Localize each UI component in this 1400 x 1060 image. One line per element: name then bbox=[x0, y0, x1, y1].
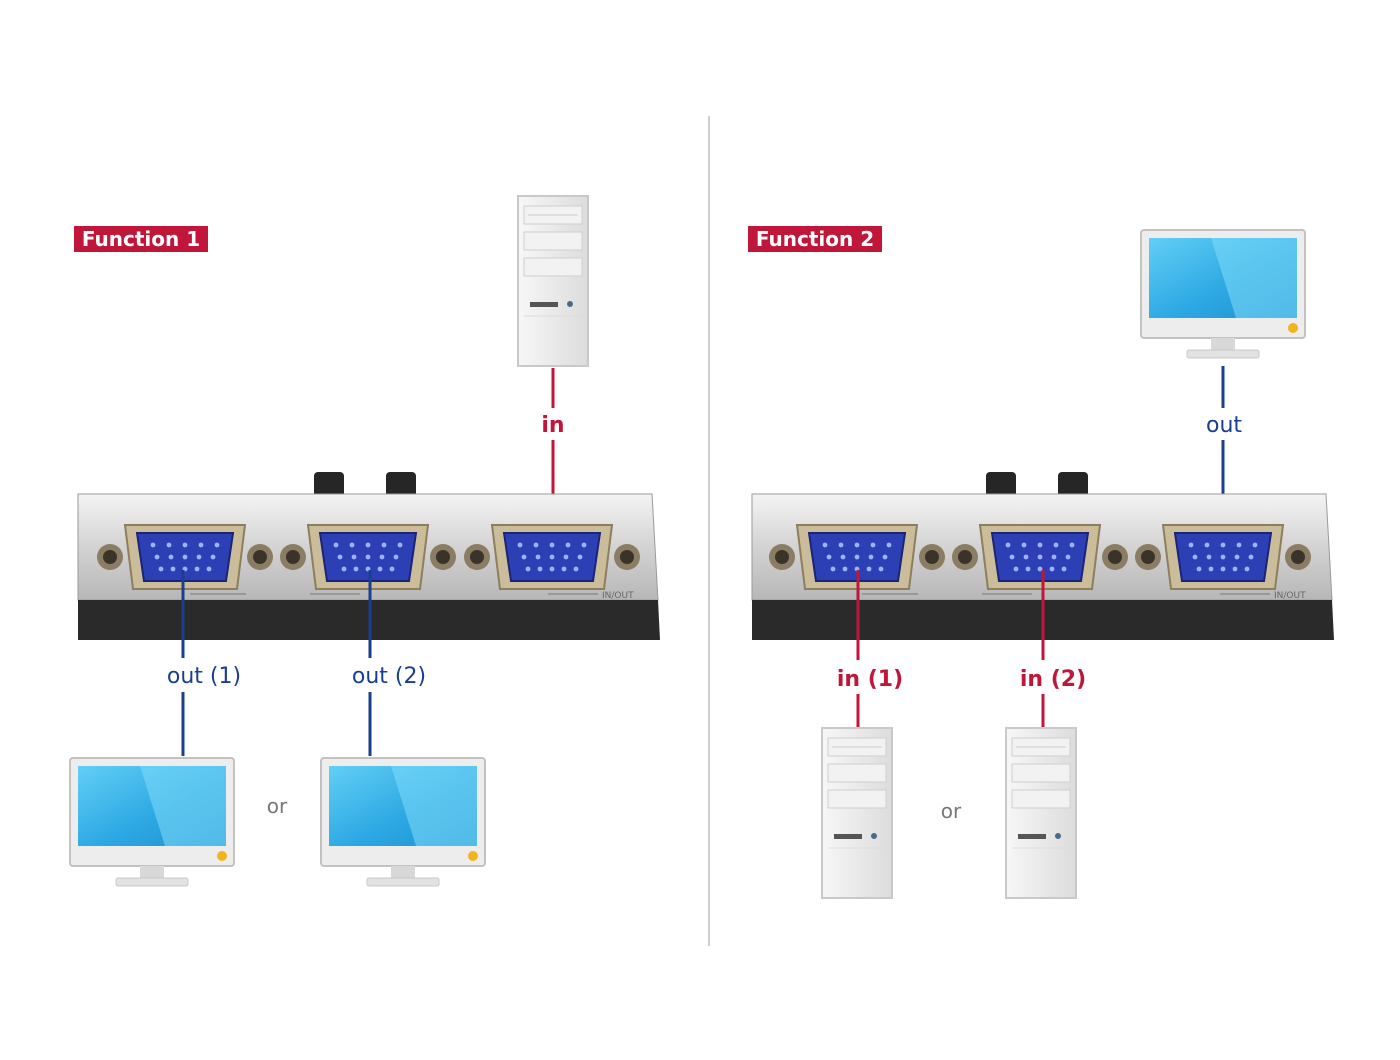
target-monitor-icon bbox=[1140, 229, 1306, 359]
label-out: out bbox=[1206, 413, 1242, 438]
switch-button-1 bbox=[314, 472, 344, 500]
or-label: or bbox=[267, 794, 288, 818]
source-pc-icon bbox=[517, 195, 589, 367]
port-mark: IN/OUT bbox=[602, 591, 634, 601]
switch-button-2 bbox=[1058, 472, 1088, 500]
source-pc-2-icon bbox=[1005, 727, 1077, 899]
panel-function-2: Function 2 out IN/OUT in (1) in (2) bbox=[748, 226, 1334, 899]
monitor-2-icon bbox=[320, 757, 486, 887]
source-pc-1-icon bbox=[821, 727, 893, 899]
function-2-badge bbox=[748, 226, 882, 252]
vga-switch-device: IN/OUT bbox=[77, 472, 660, 640]
monitor-1-icon bbox=[69, 757, 235, 887]
function-2-title: Function 2 bbox=[756, 227, 874, 251]
panel-function-1: Function 1 in IN/OUT out (1) out (2) bbox=[69, 195, 660, 887]
port-mark: IN/OUT bbox=[1274, 591, 1306, 601]
switch-button-2 bbox=[386, 472, 416, 500]
label-out-1: out (1) bbox=[167, 664, 241, 689]
switch-button-1 bbox=[986, 472, 1016, 500]
or-label: or bbox=[941, 799, 962, 823]
label-in-1: in (1) bbox=[837, 667, 903, 692]
label-out-2: out (2) bbox=[352, 664, 426, 689]
function-1-title: Function 1 bbox=[82, 227, 200, 251]
label-in-2: in (2) bbox=[1020, 667, 1086, 692]
function-1-badge bbox=[74, 226, 208, 252]
label-in: in bbox=[541, 413, 564, 438]
